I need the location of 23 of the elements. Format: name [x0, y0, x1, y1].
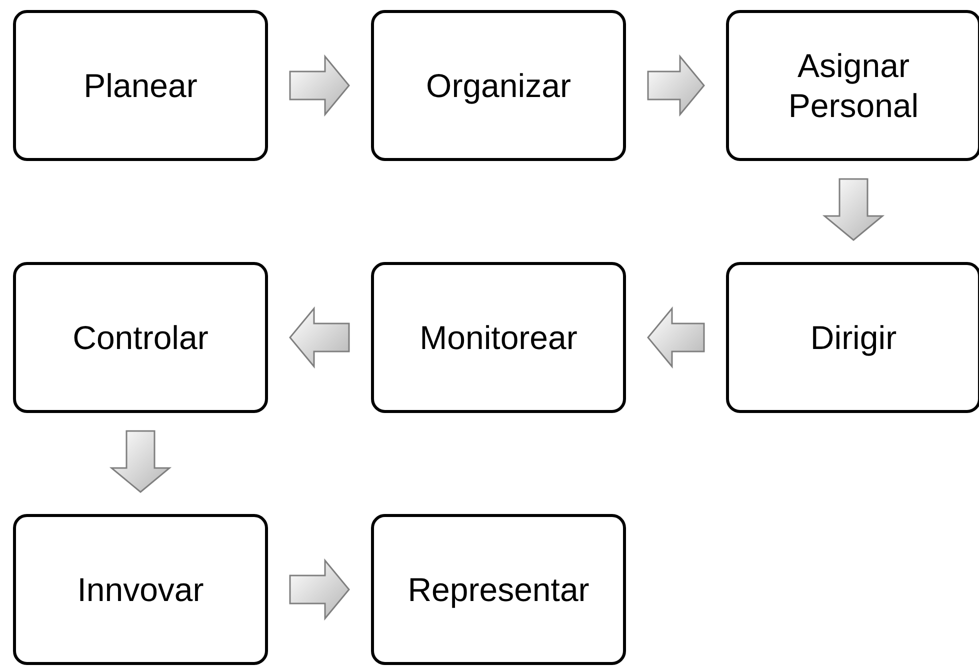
block-arrow	[109, 430, 172, 493]
process-box	[726, 10, 979, 161]
process-box	[371, 262, 626, 413]
block-arrow	[647, 54, 705, 117]
box-label: Organizar	[425, 66, 572, 106]
block-arrow	[289, 54, 350, 117]
process-box	[13, 514, 268, 665]
process-box	[13, 10, 268, 161]
process-box	[726, 262, 979, 413]
box-label: Representar	[406, 570, 590, 610]
block-arrow	[289, 306, 350, 369]
box-label: Monitorear	[418, 318, 578, 358]
box-label: Dirigir	[809, 318, 898, 358]
process-box	[371, 10, 626, 161]
block-arrow	[647, 306, 705, 369]
box-label: Controlar	[72, 318, 210, 358]
box-label: Asignar Personal	[787, 46, 920, 126]
box-label: Innvovar	[76, 570, 205, 610]
block-arrow	[822, 178, 885, 241]
process-box	[13, 262, 268, 413]
block-arrow	[289, 558, 350, 621]
box-label: Planear	[82, 66, 198, 106]
process-box	[371, 514, 626, 665]
